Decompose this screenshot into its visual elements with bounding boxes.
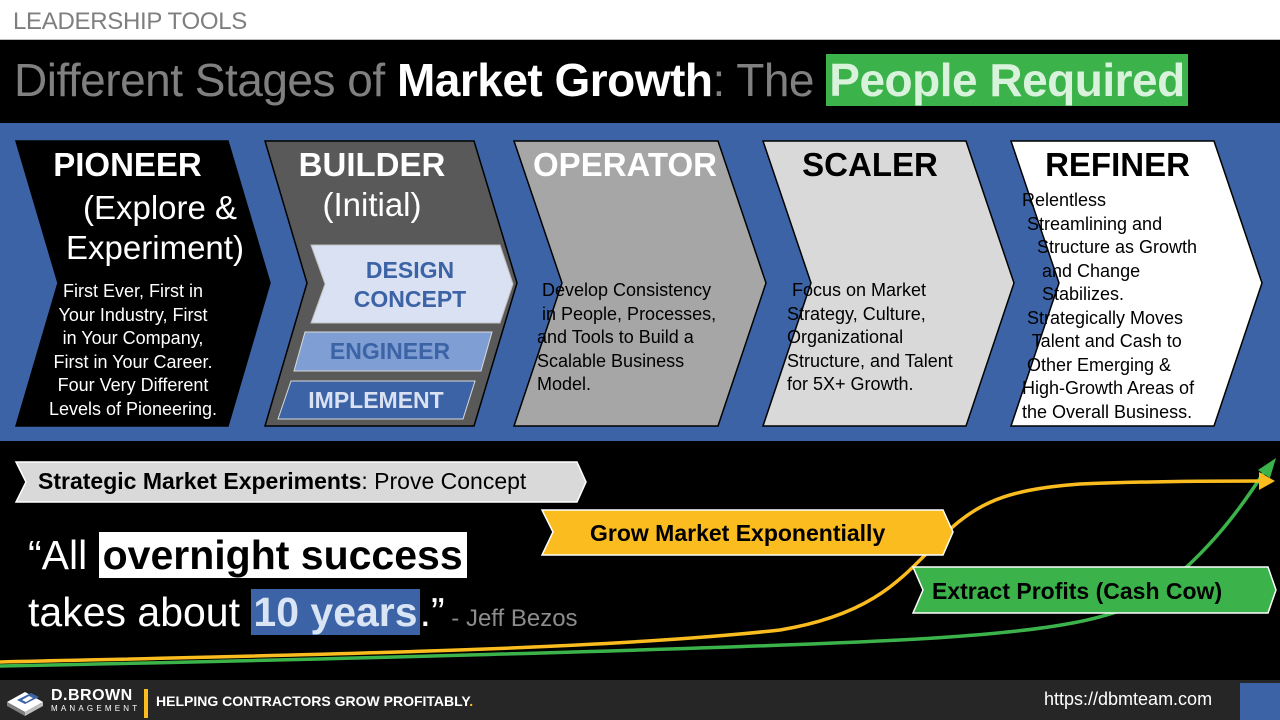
extract-label: Extract Profits (Cash Cow) [932,578,1223,604]
logo-name: D.BROWN [51,687,133,704]
builder-stage: BUILDER (Initial) [282,146,462,224]
grow-banner [540,509,954,556]
title-bold: Market Growth [396,54,713,106]
implement-label: IMPLEMENT [308,387,444,413]
market-curve [0,479,1263,664]
title-colon: : [712,54,725,106]
footer-blue-square [1240,683,1280,720]
experiments-label-rest: : Prove Concept [361,468,527,494]
footer-tagline: HELPING CONTRACTORS GROW PROFITABLY. [156,693,473,709]
experiments-label: Strategic Market Experiments: Prove Conc… [38,468,526,495]
pioneer-subtitle-line1: (Explore & [82,189,238,226]
quote-line-2: takes about 10 years.” - Jeff Bezos [28,589,578,636]
tagline-text: HELPING CONTRACTORS GROW PROFITABLY [156,693,470,709]
growth-curves [0,458,1277,668]
experiments-label-bold: Strategic Market Experiments [38,468,362,494]
pioneer-chevron [14,140,271,427]
pioneer-stage: PIONEER [40,146,215,184]
footer-divider [144,689,148,718]
footer: D.BROWN MANAGEMENT HELPING CONTRACTORS G… [0,680,1280,720]
market-arrowhead-icon [1259,472,1275,490]
pioneer-subtitle-line2: Experiment) [66,229,244,266]
title-part1: Different Stages of [14,54,397,106]
design-concept-label: DESIGN CONCEPT [353,257,467,312]
quote-open: “All [28,532,99,578]
refiner-chevron [1009,140,1263,427]
quote-line2-pre: takes about [28,589,252,635]
scaler-stage: SCALER [770,146,970,184]
logo-sub: MANAGEMENT [51,704,141,713]
stages-band [0,123,1280,441]
section-label: LEADERSHIP TOOLS [13,8,247,35]
refiner-body: Relentless Streamlining and Structure as… [1022,190,1198,422]
scaler-title: SCALER [802,146,938,183]
operator-body: Develop Consistency in People, Processes… [537,280,717,394]
quote-close: .” [419,589,445,635]
quote-line-1: “All overnight success [28,532,467,579]
top-bar: LEADERSHIP TOOLS [0,0,1280,40]
engineer-bar [293,331,493,372]
experiments-banner [14,461,587,503]
title-part2: The [724,54,827,106]
design-concept-chevron [310,244,514,324]
implement-bar [277,380,476,420]
refiner-stage: REFINER [1030,146,1205,184]
tagline-dot: . [469,693,474,709]
operator-chevron [512,140,767,427]
extract-banner [911,566,1277,614]
title-highlight: People Required [826,54,1188,106]
stage-chevrons [14,140,1263,427]
pioneer-subtitle: (Explore & Experiment) [60,188,250,268]
pioneer-title: PIONEER [53,146,202,183]
profit-arrowhead-icon [1258,458,1276,478]
builder-title: BUILDER [298,146,446,183]
engineer-label: ENGINEER [329,338,451,364]
dbrown-logo-icon [7,692,43,716]
profit-curve [0,465,1270,668]
pioneer-body: First Ever, First in Your Industry, Firs… [48,281,218,419]
operator-title: OPERATOR [533,146,717,183]
scaler-body: Focus on Market Strategy, Culture, Organ… [787,280,953,394]
quote-author: - Jeff Bezos [444,605,578,632]
operator-stage: OPERATOR [520,146,730,184]
quote-highlight-overnight: overnight success [98,532,467,578]
footer-url[interactable]: https://dbmteam.com [1044,689,1213,709]
quote-highlight-years: 10 years [251,589,420,635]
page-title: Different Stages of Market Growth: The P… [14,53,1188,107]
scaler-chevron [761,140,1015,427]
grow-label: Grow Market Exponentially [590,520,886,546]
builder-subtitle: (Initial) [322,186,422,223]
refiner-title: REFINER [1045,146,1190,183]
title-bar: Different Stages of Market Growth: The P… [0,40,1280,123]
